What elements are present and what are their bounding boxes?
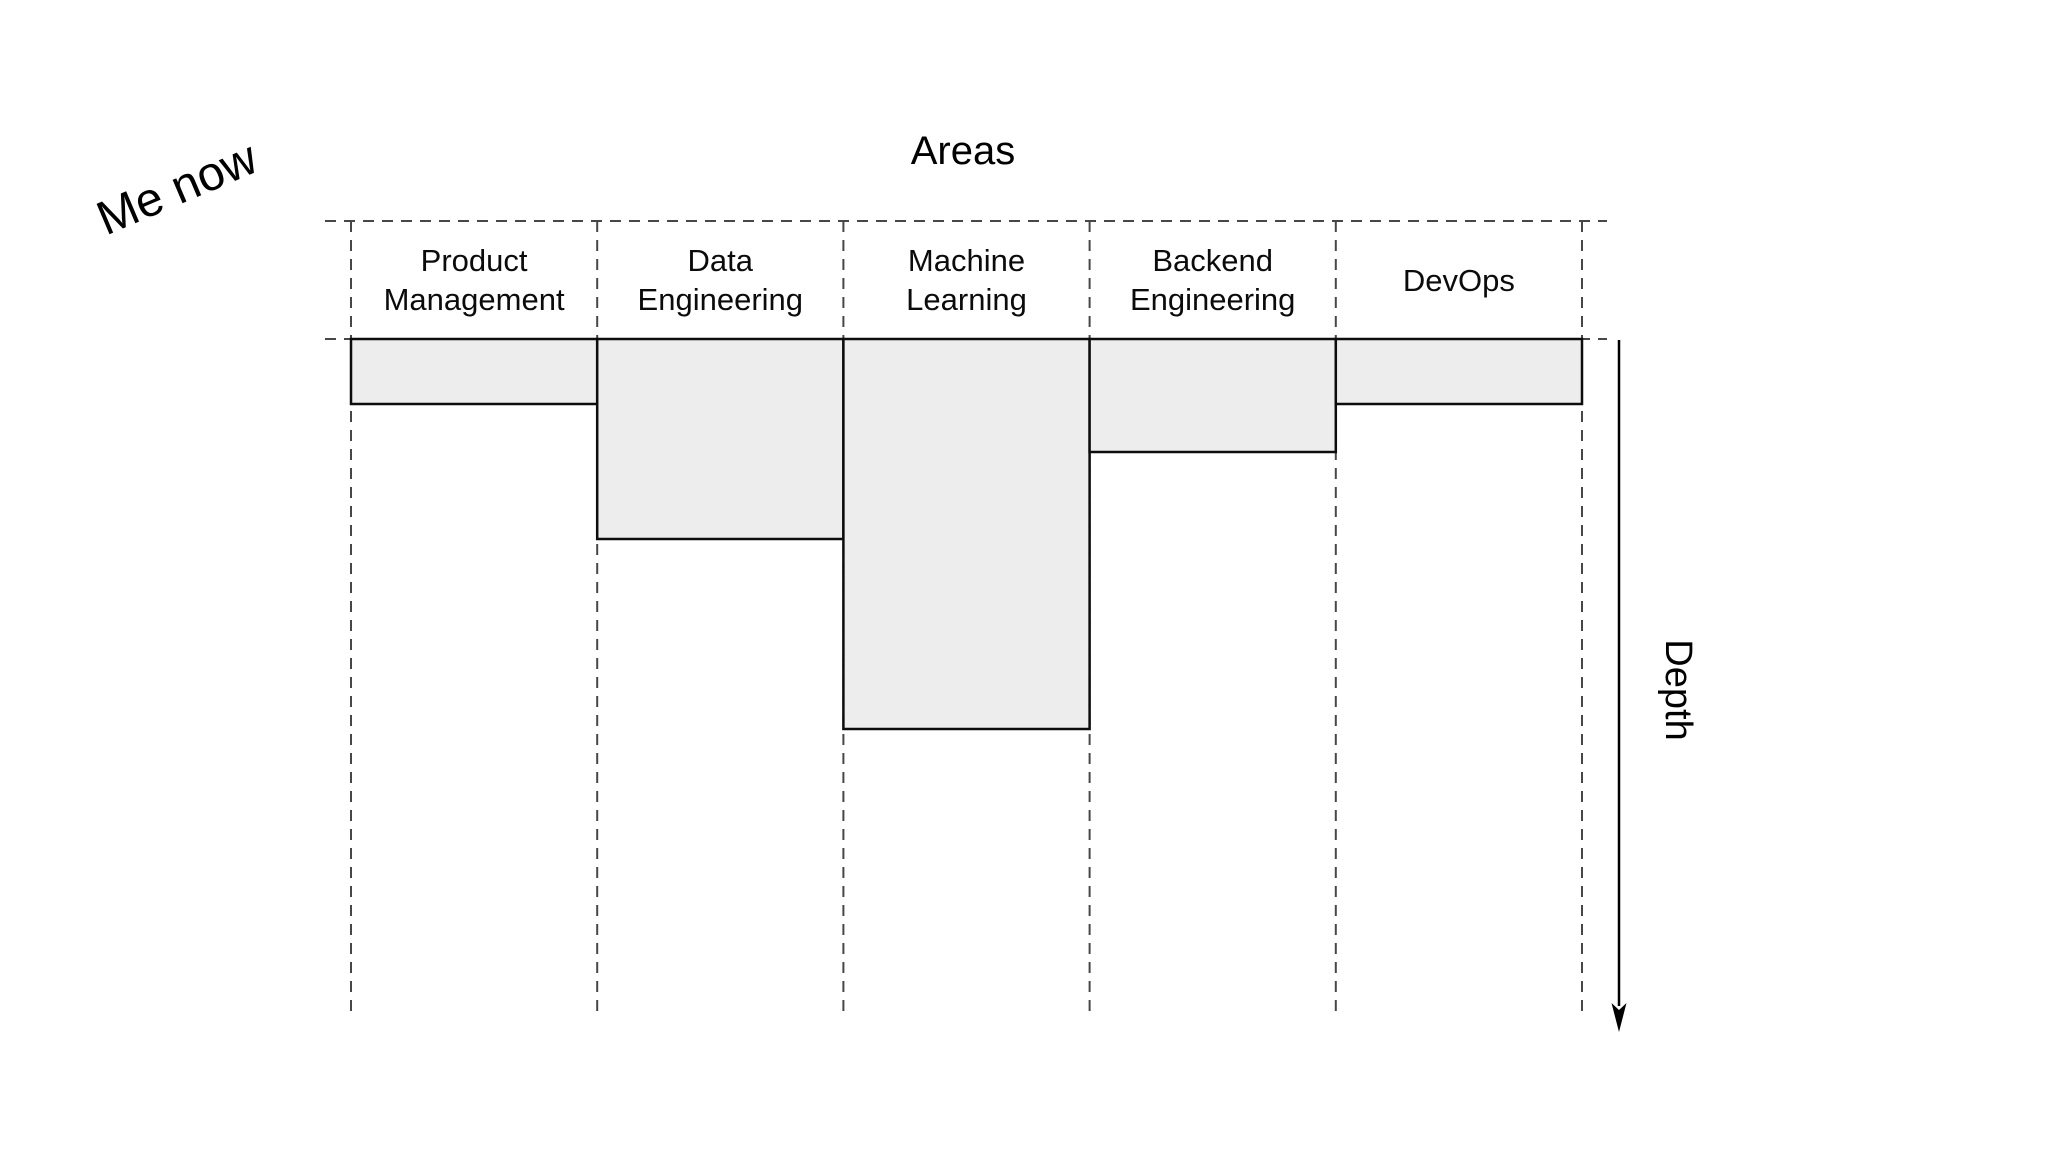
- column-header-line: Machine: [907, 243, 1026, 278]
- column-header-line: Engineering: [1129, 282, 1296, 317]
- column-header-line: Backend: [1152, 243, 1273, 278]
- column-header-line: Engineering: [637, 282, 804, 317]
- depth-bar-data-engineering: [595, 337, 845, 541]
- column-header-line: Management: [383, 282, 565, 317]
- depth-arrowhead-icon: [1611, 1003, 1627, 1032]
- depth-bar-backend-engineering: [1088, 337, 1338, 454]
- depth-bar-devops: [1334, 337, 1584, 406]
- column-header-line: DevOps: [1402, 262, 1515, 298]
- areas-axis-title: Areas: [910, 129, 1016, 173]
- depth-axis-title: Depth: [1657, 639, 1699, 741]
- depth-bar-product-management: [349, 337, 599, 406]
- column-header-devops: DevOps: [1339, 225, 1579, 335]
- column-header-line: Learning: [906, 282, 1027, 317]
- depth-bar-machine-learning: [842, 337, 1091, 731]
- column-header-line: Data: [687, 243, 754, 278]
- column-header-line: Product: [420, 243, 528, 278]
